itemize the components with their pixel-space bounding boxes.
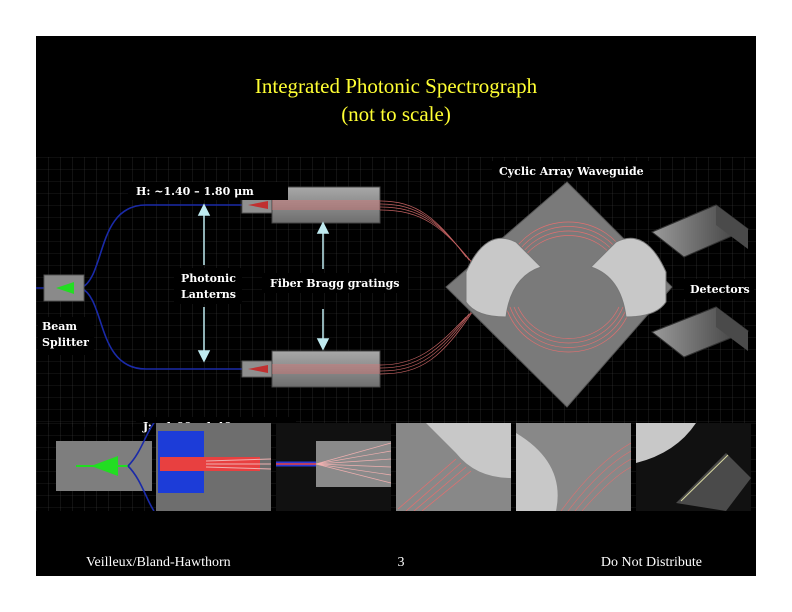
cyclic-array-waveguide (445, 181, 673, 408)
fbg-block-j (271, 350, 381, 388)
detector-top (651, 204, 749, 258)
detectors-label: Detectors (690, 283, 750, 296)
footer-author: Veilleux/Bland-Hawthorn (86, 555, 231, 570)
detail-awg-array (516, 423, 632, 511)
photonic-lantern-j (241, 360, 273, 378)
detail-awg-input (396, 423, 511, 511)
detector-bottom (651, 306, 750, 358)
fiber-bragg-label: Fiber Bragg gratings (270, 277, 400, 290)
detail-splitter (56, 423, 155, 511)
slide-title: Integrated Photonic Spectrograph (254, 74, 538, 98)
beam-splitter-label-line2: Splitter (42, 336, 89, 349)
footer-page-number: 3 (397, 555, 405, 570)
detail-fbg (276, 423, 392, 511)
detail-strip (36, 423, 756, 511)
cyclic-array-label: Cyclic Array Waveguide (499, 165, 644, 178)
beam-splitter-label-line1: Beam (42, 320, 77, 333)
fbg-block-h (271, 186, 381, 224)
footer-notice: Do Not Distribute (600, 555, 702, 570)
pointer-arrows (197, 203, 330, 363)
detail-lantern (156, 423, 272, 511)
slide: Integrated Photonic Spectrograph (not to… (36, 36, 756, 576)
photonic-lanterns-label-line2: Lanterns (181, 288, 236, 301)
h-band-label: H: ~1.40 – 1.80 μm (136, 185, 254, 198)
beam-splitter (43, 274, 85, 302)
photonic-lanterns-label-line1: Photonic (181, 272, 236, 285)
slide-subtitle: (not to scale) (341, 102, 451, 126)
detail-detector (636, 423, 751, 511)
spectrograph-diagram: H: ~1.40 – 1.80 μm J: ~1.00 – 1.40 μm Ph… (36, 157, 756, 435)
waveguide-fans (379, 200, 476, 375)
